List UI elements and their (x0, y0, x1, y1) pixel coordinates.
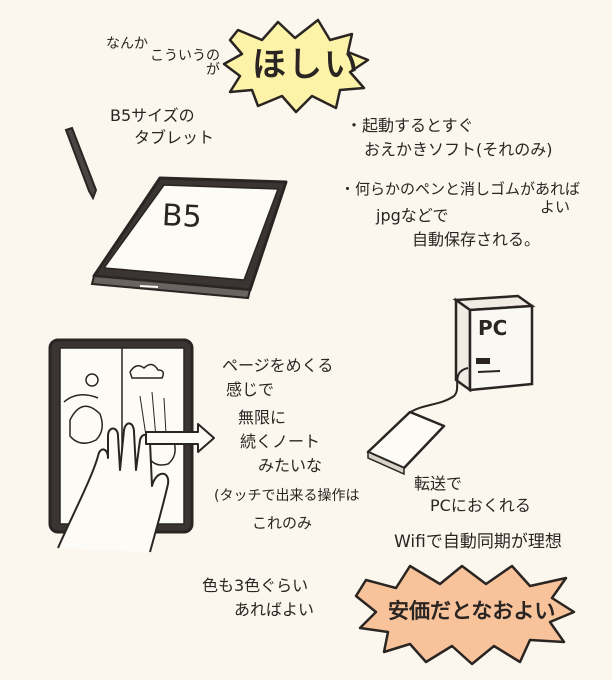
price-burst (354, 564, 576, 666)
feature-2-line-1: ・何らかのペンと消しゴムがあれば (340, 180, 581, 198)
page-turn-line-7: これのみ (252, 514, 313, 532)
hoshii-burst (222, 18, 370, 114)
tablet-screen-label: B5 (161, 197, 203, 236)
page-turn-line-6: (タッチで出来る操作は (214, 488, 360, 504)
feature-1-line-2: おえかきソフト(それのみ) (364, 140, 553, 159)
transfer-line-1: 転送で (414, 474, 463, 493)
page-turn-line-3: 無限に (238, 408, 287, 427)
intro-line-3: が (206, 62, 220, 78)
intro-line-2: こういうの (150, 48, 220, 64)
usb-cable (407, 367, 469, 415)
b5-tablet-drawing (90, 176, 288, 300)
color-note-line-2: あればよい (234, 600, 315, 619)
page-turn-line-4: 続くノート (240, 432, 321, 451)
tablet-size-line-2: タブレット (134, 128, 215, 147)
stylus-pen (64, 126, 98, 201)
pc-tower (452, 294, 536, 393)
pc-label: PC (478, 316, 508, 340)
feature-2-line-2: jpgなどで (376, 206, 449, 225)
feature-2-line-3: 自動保存される。 (412, 230, 541, 249)
price-label: 安価だとなおよい (388, 599, 556, 623)
intro-line-1: なんか (106, 36, 148, 52)
wifi-sync-line: Wifiで自動同期が理想 (394, 532, 562, 552)
page-turn-line-5: みたいな (258, 456, 323, 475)
tablet-size-line-1: B5サイズの (110, 106, 195, 125)
color-note-line-1: 色も3色ぐらい (202, 576, 309, 595)
transfer-line-2: PCにおくれる (430, 496, 531, 515)
feature-2-tail: よい (540, 198, 571, 216)
feature-1-line-1: ・起動するとすぐ (346, 116, 474, 135)
hoshii-label: ほしい (252, 45, 360, 85)
page-turn-line-2: 感じで (226, 380, 275, 399)
open-tablet-drawing (48, 338, 215, 553)
page-turn-line-1: ページをめくる (222, 356, 334, 375)
charging-pad (366, 410, 446, 476)
